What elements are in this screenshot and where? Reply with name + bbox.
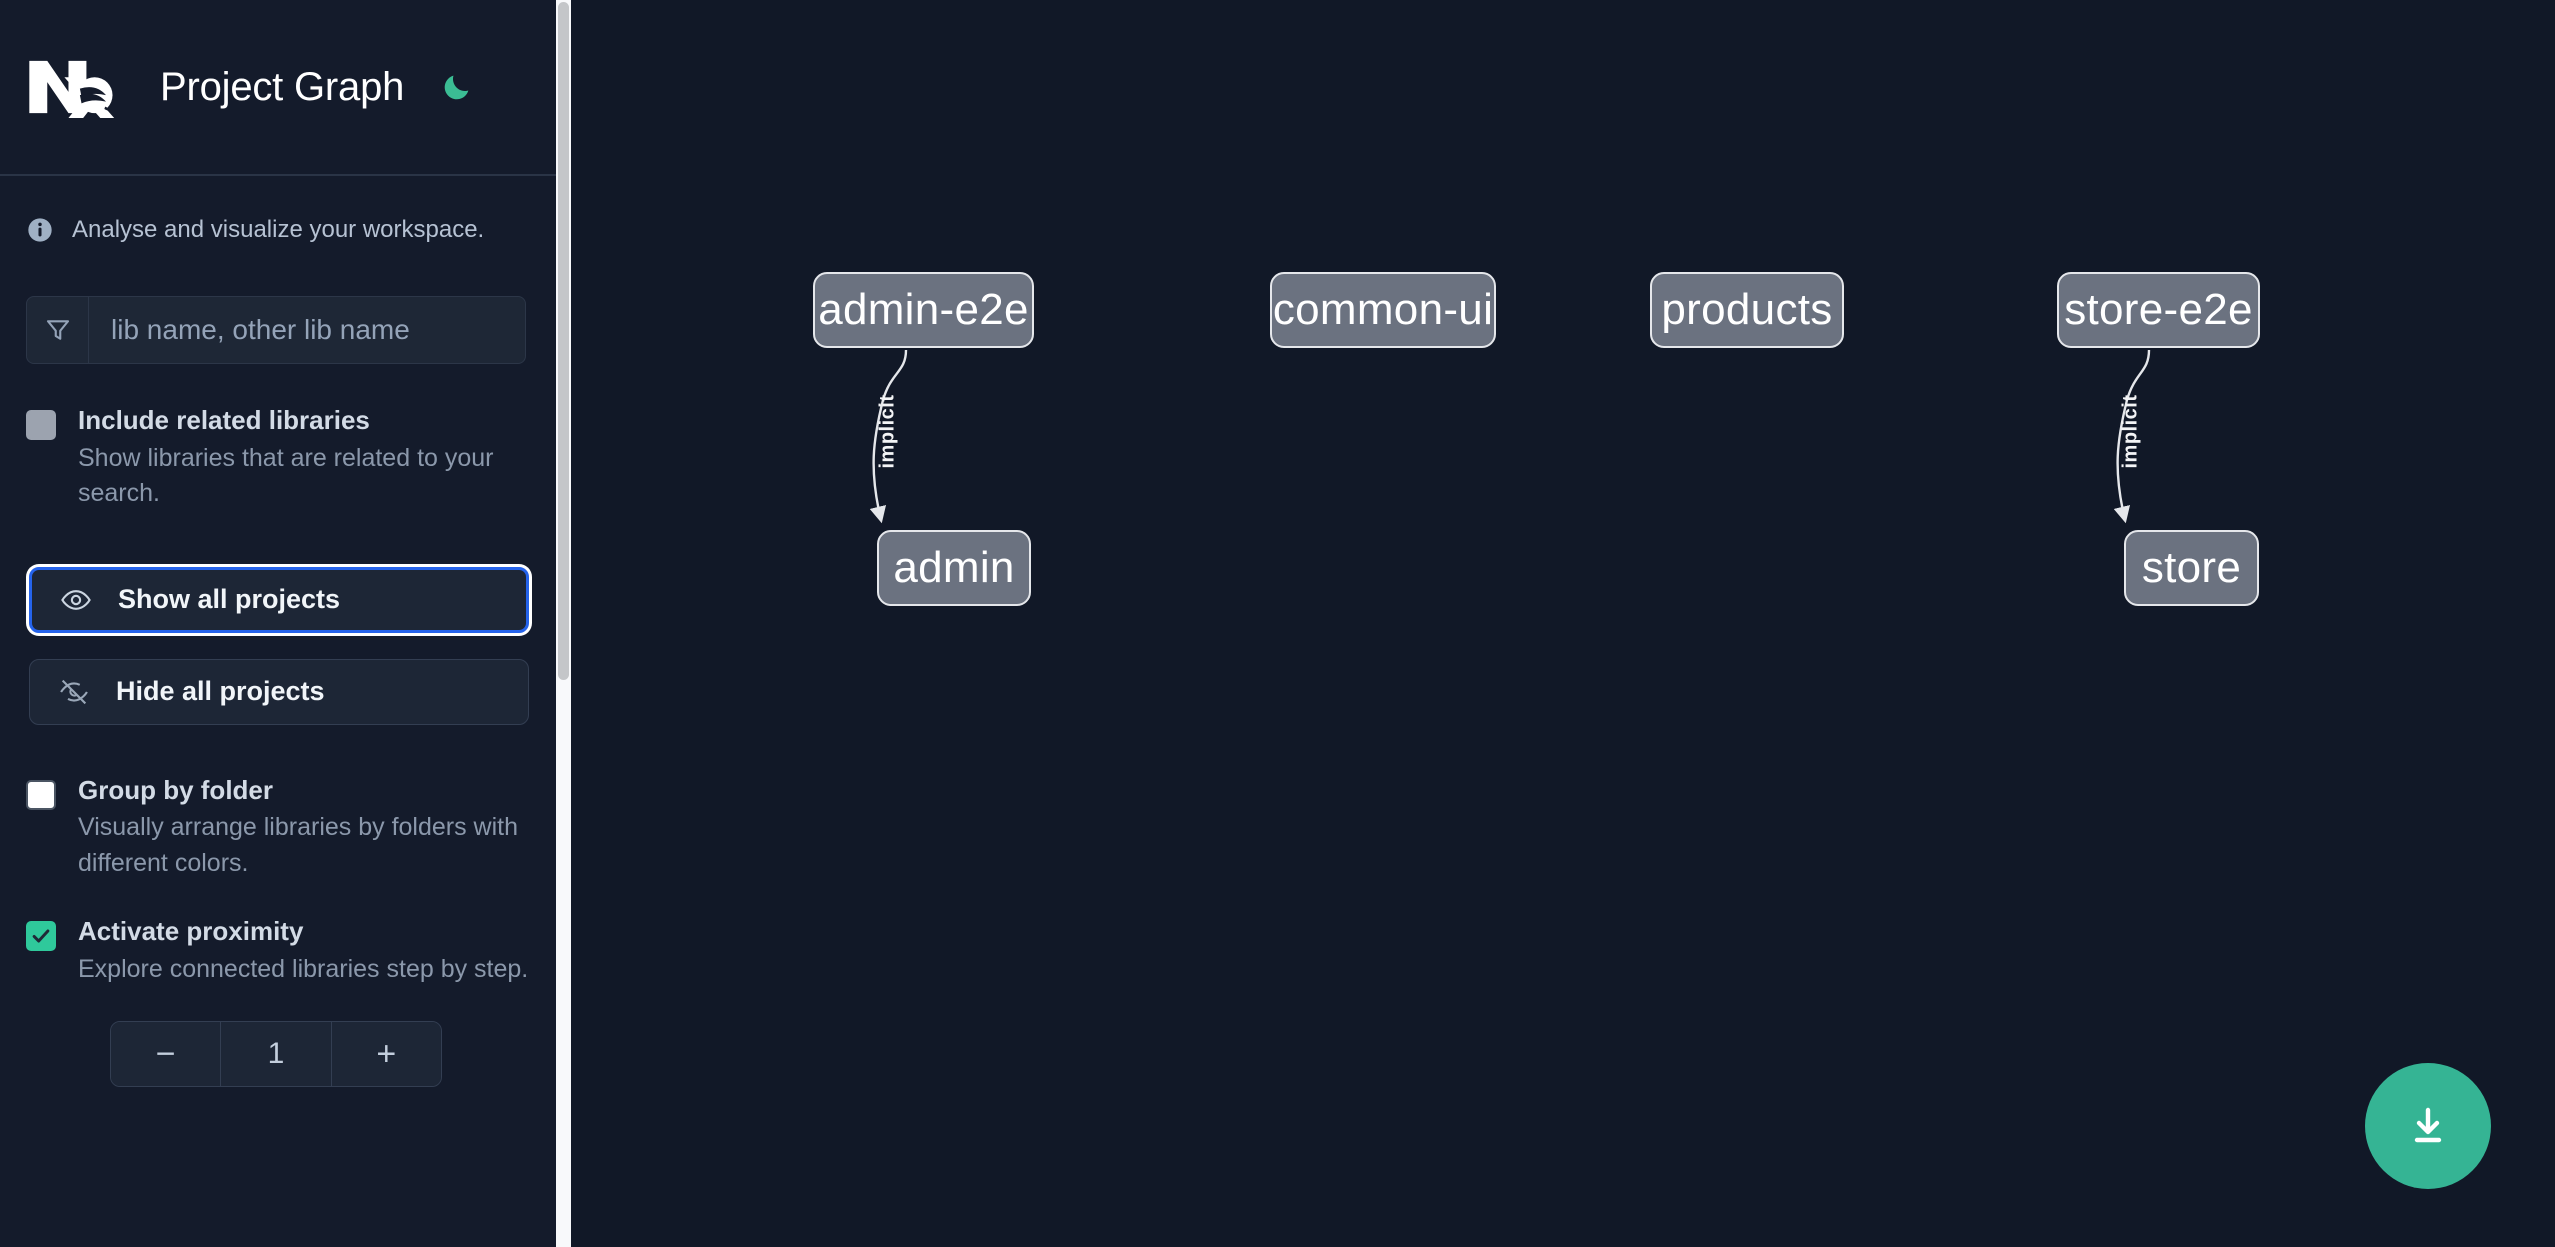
filter-icon [27, 297, 89, 363]
moon-icon[interactable] [436, 66, 478, 108]
graph-edges [869, 349, 2151, 524]
option-activate-proximity[interactable]: Activate proximity Explore connected lib… [26, 915, 530, 987]
proximity-stepper: − 1 + [110, 1021, 442, 1087]
graph-node-store[interactable]: store [2124, 530, 2259, 606]
option-title: Activate proximity [78, 916, 304, 946]
search-input[interactable] [89, 297, 525, 363]
option-title: Group by folder [78, 774, 273, 805]
sidebar-header: Project Graph [0, 0, 556, 176]
edge-label-store-implicit: implicit [2119, 394, 2142, 469]
hide-all-projects-button[interactable]: Hide all projects [29, 658, 529, 725]
sidebar-divider [571, 0, 573, 1247]
checkbox-include-related-libraries[interactable] [26, 410, 56, 440]
option-description: Visually arrange libraries by folders wi… [78, 813, 519, 877]
hide-all-projects-wrap: Hide all projects [26, 656, 530, 728]
page-title: Project Graph [160, 64, 405, 109]
sidebar: Project Graph Analyse and visualize your… [0, 0, 556, 1247]
checkbox-activate-proximity[interactable] [26, 921, 56, 951]
show-all-projects-wrap: Show all projects [26, 564, 530, 636]
workspace-info: Analyse and visualize your workspace. [26, 208, 530, 252]
eye-icon [60, 584, 92, 616]
graph-node-admin-e2e[interactable]: admin-e2e [813, 272, 1034, 348]
hide-all-projects-label: Hide all projects [116, 676, 325, 706]
option-include-related-libraries[interactable]: Include related libraries Show libraries… [26, 404, 530, 512]
graph-canvas[interactable]: admin-e2e admin common-ui products store… [573, 0, 2555, 1247]
proximity-increment-button[interactable]: + [331, 1022, 441, 1086]
sidebar-scrollbar-thumb[interactable] [558, 2, 569, 680]
proximity-value: 1 [220, 1022, 332, 1086]
nx-logo [26, 56, 124, 118]
graph-node-common-ui[interactable]: common-ui [1270, 272, 1496, 348]
option-title: Include related libraries [78, 405, 370, 435]
info-icon [26, 216, 54, 244]
sidebar-body: Analyse and visualize your workspace. In… [0, 208, 556, 1087]
show-all-projects-button[interactable]: Show all projects [29, 566, 529, 633]
graph-node-products[interactable]: products [1650, 272, 1844, 348]
option-group-by-folder[interactable]: Group by folder Visually arrange librari… [26, 774, 530, 882]
edge-label-admin-implicit: implicit [876, 394, 899, 469]
checkbox-group-by-folder[interactable] [26, 779, 56, 810]
workspace-info-text: Analyse and visualize your workspace. [72, 216, 485, 243]
show-all-projects-label: Show all projects [118, 584, 341, 614]
proximity-decrement-button[interactable]: − [111, 1022, 221, 1086]
option-description: Explore connected libraries step by step… [78, 954, 529, 983]
download-button[interactable] [2365, 1063, 2491, 1189]
eye-off-icon [58, 676, 90, 708]
filter-box[interactable] [26, 296, 526, 364]
graph-node-store-e2e[interactable]: store-e2e [2057, 272, 2260, 348]
download-icon [2404, 1102, 2452, 1150]
option-description: Show libraries that are related to your … [78, 443, 494, 508]
graph-node-admin[interactable]: admin [877, 530, 1031, 606]
